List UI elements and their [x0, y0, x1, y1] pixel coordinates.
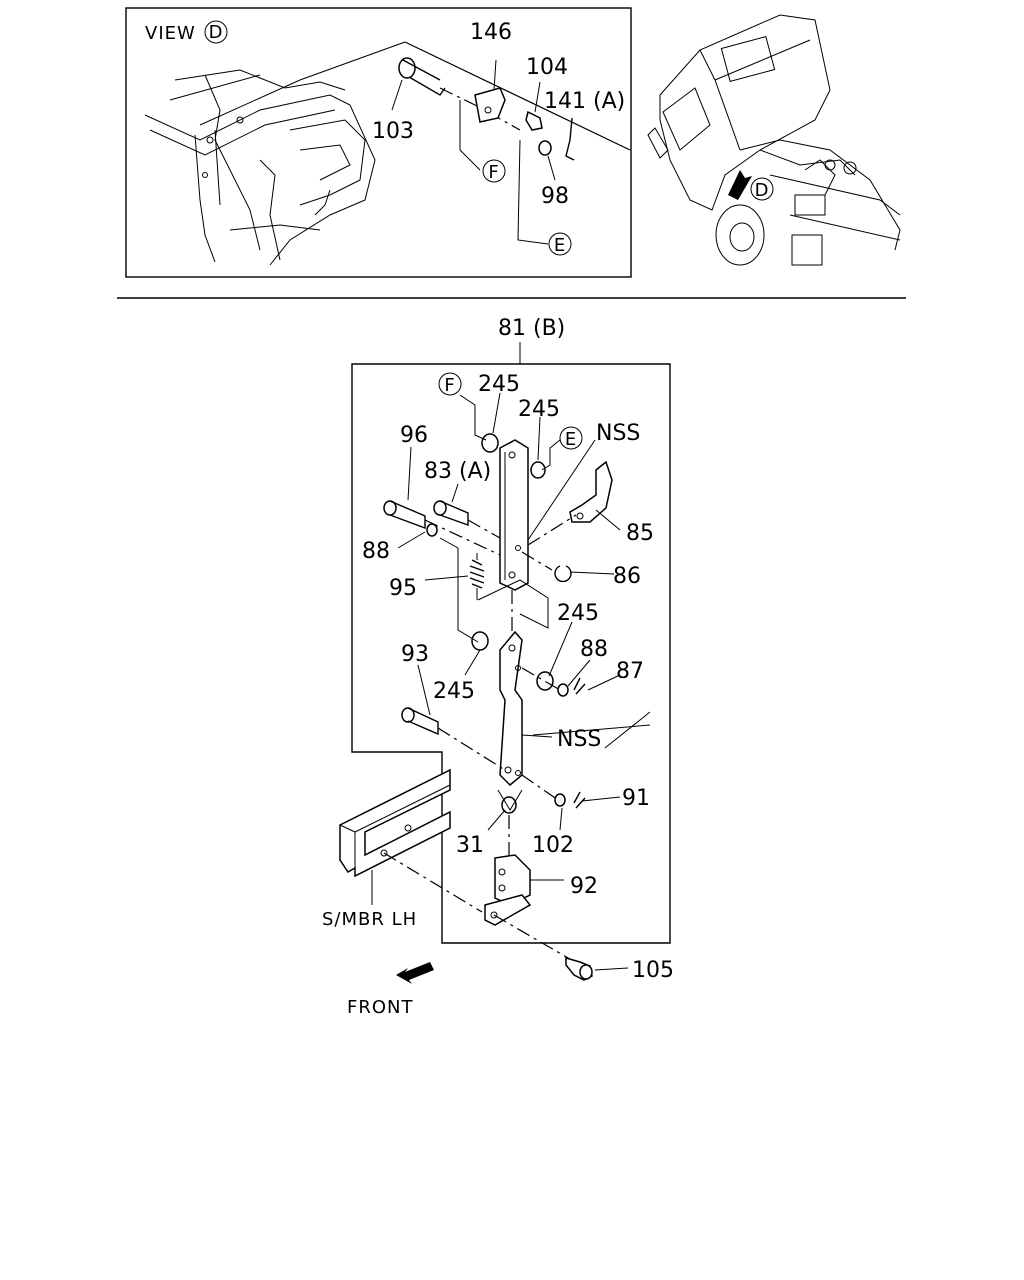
washer-88-b — [557, 683, 569, 697]
truck-marker-letter: D — [755, 180, 770, 201]
label-83a: 83 (A) — [424, 459, 491, 484]
washer-245-d — [536, 671, 554, 691]
label-95: 95 — [389, 576, 417, 601]
truck-marker-circle — [750, 177, 774, 201]
label-93: 93 — [401, 642, 429, 667]
washer-102 — [554, 793, 566, 807]
label-88-lower: 88 — [580, 637, 608, 662]
bolt-83a — [433, 500, 469, 526]
label-96: 96 — [400, 423, 428, 448]
label-245-c: 245 — [557, 601, 599, 626]
bolt-105 — [565, 957, 593, 981]
label-245-a: 245 — [478, 372, 520, 397]
view-d-frame — [125, 7, 632, 278]
label-91: 91 — [622, 786, 650, 811]
label-88-upper: 88 — [362, 539, 390, 564]
view-letter-circle — [204, 20, 228, 44]
label-141a: 141 (A) — [544, 89, 625, 114]
frame-structure-sketch — [144, 69, 376, 266]
front-arrow-icon — [396, 962, 434, 984]
ref-e-letter: E — [554, 235, 566, 256]
ref-e-circle-main — [559, 426, 583, 450]
bracket-92 — [484, 854, 532, 926]
label-103: 103 — [372, 119, 414, 144]
ref-f-letter: F — [488, 162, 499, 183]
pin-103 — [398, 57, 446, 96]
view-arrow-icon — [728, 170, 752, 200]
bushing-31 — [501, 796, 517, 814]
label-98: 98 — [541, 184, 569, 209]
pin-93 — [401, 707, 439, 736]
bolt-96 — [383, 500, 426, 530]
ref-e-letter-main: E — [565, 429, 577, 450]
spring-95 — [469, 553, 485, 600]
truck-location-sketch: D — [647, 14, 901, 266]
cotter-pin-91 — [573, 791, 586, 809]
ref-e-circle — [548, 232, 572, 256]
bracket-85 — [569, 460, 613, 523]
washer-245-a — [481, 433, 499, 453]
view-word: VIEW — [145, 23, 196, 44]
ref-f-letter-main: F — [444, 375, 455, 396]
label-245-d: 245 — [433, 679, 475, 704]
label-side-member: S/MBR LH — [322, 909, 417, 930]
label-105: 105 — [632, 958, 674, 983]
view-d-inset: VIEW D — [125, 7, 632, 278]
ref-f-circle-main — [438, 372, 462, 396]
label-85: 85 — [626, 521, 654, 546]
label-nss-upper: NSS — [596, 421, 640, 446]
label-245-b: 245 — [518, 397, 560, 422]
washer-245-b — [530, 461, 546, 479]
circlip-86 — [554, 565, 572, 583]
label-146: 146 — [470, 20, 512, 45]
bracket-146 — [474, 59, 506, 123]
cotter-pin-87 — [573, 677, 586, 695]
label-81b: 81 (B) — [498, 316, 565, 341]
ref-f-circle — [482, 159, 506, 183]
clip-141 — [565, 117, 575, 161]
label-nss-lower: NSS — [557, 727, 601, 752]
washer-98 — [538, 140, 552, 156]
main-assembly: 81 (B) — [322, 316, 674, 1018]
label-102: 102 — [532, 833, 574, 858]
label-86: 86 — [613, 564, 641, 589]
washer-245-c — [471, 631, 489, 651]
label-31: 31 — [456, 833, 484, 858]
label-front: FRONT — [347, 997, 414, 1018]
label-87: 87 — [616, 659, 644, 684]
label-92: 92 — [570, 874, 598, 899]
lower-link — [499, 630, 523, 787]
washer-88-a — [426, 523, 438, 537]
bolt-104 — [525, 81, 543, 131]
side-member-lh — [339, 768, 451, 878]
upper-link — [499, 439, 529, 591]
view-letter: D — [209, 22, 224, 43]
assembly-81b-frame — [351, 363, 671, 944]
label-104: 104 — [526, 55, 568, 80]
